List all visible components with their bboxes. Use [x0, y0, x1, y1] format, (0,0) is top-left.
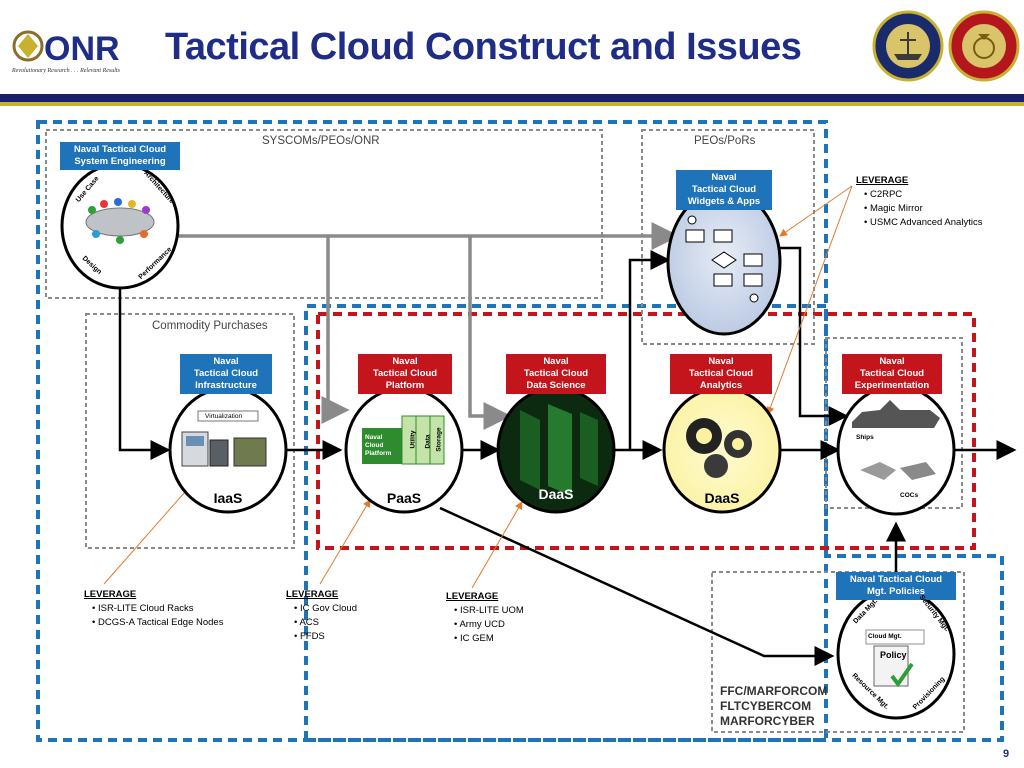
- label-iaas: IaaS: [213, 490, 243, 506]
- label-daas-analytics: DaaS: [704, 490, 740, 506]
- leverage-item: USMC Advanced Analytics: [864, 216, 982, 230]
- connector-daas-widgets: [628, 250, 671, 450]
- syscoms-label: SYSCOMs/PEOs/ONR: [262, 135, 380, 147]
- experimentation-node: [836, 384, 956, 516]
- cocs-label: COCs: [900, 492, 919, 499]
- pointer-daas: [471, 501, 523, 589]
- commodity-label: Commodity Purchases: [152, 320, 268, 332]
- leverage-item: FFDS: [294, 630, 357, 644]
- connector-widgets-exp: [780, 246, 849, 426]
- stack-storage: Storage: [435, 427, 443, 452]
- pointer-iaas: [103, 483, 193, 585]
- leverage-item: DCGS-A Tactical Edge Nodes: [92, 616, 224, 630]
- ships-label: Ships: [856, 434, 874, 441]
- syscoms-region: [45, 129, 603, 299]
- paas-node: [344, 386, 464, 514]
- iaas-node: [168, 386, 288, 514]
- leverage-item: IC Gov Cloud: [294, 602, 357, 616]
- connector-se-platform: [321, 236, 350, 424]
- system-engineering-node: [60, 162, 180, 290]
- onr-logo: ONR: [12, 30, 120, 68]
- pointer-paas: [319, 499, 371, 585]
- logo-text: ONR: [44, 30, 120, 68]
- leverage-iaas: LEVERAGE ISR-LITE Cloud Racks DCGS-A Tac…: [84, 588, 223, 630]
- leverage-item: ISR-LITE UOM: [454, 604, 524, 618]
- inner-tactical-region: [304, 304, 1004, 742]
- pointer-widgets: [779, 185, 853, 237]
- cloud-mgt-label: Cloud Mgt.: [868, 633, 902, 640]
- connector-paas-policies: [439, 506, 835, 666]
- logo-tagline: Revolutionary Research . . . Relevant Re…: [12, 68, 120, 74]
- commodity-region: [85, 313, 295, 549]
- policies-node: [836, 588, 956, 720]
- leverage-item: IC GEM: [454, 632, 524, 646]
- navy-seal: [872, 10, 944, 82]
- leverage-item: C2RPC: [864, 188, 982, 202]
- peos-label: PEOs/PoRs: [694, 135, 756, 147]
- leverage-item: Magic Mirror: [864, 202, 982, 216]
- leverage-item: ISR-LITE Cloud Racks: [92, 602, 223, 616]
- data-services-region: [316, 312, 976, 550]
- leverage-item: Army UCD: [454, 618, 524, 632]
- connector-se-iaas: [118, 288, 171, 460]
- leverage-item: ACS: [294, 616, 357, 630]
- virtualization-label: Virtualization: [205, 413, 243, 420]
- stack-data: Data: [424, 434, 432, 449]
- page-number: 9: [1003, 748, 1010, 760]
- header-accent-band: [0, 102, 1024, 106]
- data-science-node: [496, 386, 616, 514]
- pointer-analytics: [766, 185, 853, 415]
- page-title: Tactical Cloud Construct and Issues: [165, 26, 802, 68]
- widgets-node: [666, 188, 782, 336]
- label-daas-science: DaaS: [538, 486, 574, 502]
- marine-corps-seal: [948, 10, 1020, 82]
- stack-utility: Utility: [409, 430, 417, 449]
- label-paas: PaaS: [386, 490, 422, 506]
- policy-word: Policy: [880, 650, 907, 660]
- header-band: [0, 94, 1024, 102]
- leverage-daas: LEVERAGE ISR-LITE UOM Army UCD IC GEM: [446, 590, 524, 646]
- connector-se-datascience: [468, 236, 512, 430]
- leverage-paas: LEVERAGE IC Gov Cloud ACS FFDS: [286, 588, 357, 644]
- leverage-widgets: LEVERAGE C2RPC Magic Mirror USMC Advance…: [856, 174, 982, 230]
- commands-label: FFC/MARFORCOM FLTCYBERCOM MARFORCYBER: [720, 684, 828, 728]
